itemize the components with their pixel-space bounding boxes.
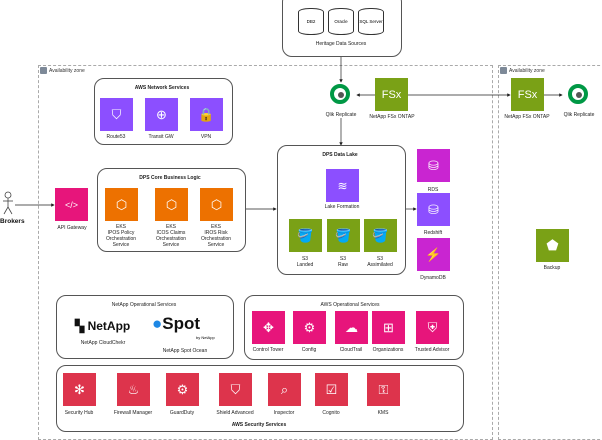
spot-by-netapp: by NetApp xyxy=(196,335,215,340)
qlik-replicate-left-label: Qlik Replicate xyxy=(325,112,357,118)
dynamodb-icon: ⚡ xyxy=(417,238,450,271)
brokers-icon xyxy=(3,191,13,215)
shield-advanced-label: Shield Advanced xyxy=(216,410,254,416)
oracle-database-icon: Oracle xyxy=(328,8,354,35)
backup-label: Backup xyxy=(543,265,561,271)
shield-advanced-icon: ⛉ xyxy=(219,373,252,406)
security-title: AWS Security Services xyxy=(231,422,287,428)
network-title: AWS Network Services xyxy=(134,85,190,91)
availability-zone-icon xyxy=(40,67,47,74)
qlik-replicate-right-label: Qlik Replicate xyxy=(563,112,595,118)
availability-zone-icon xyxy=(500,67,507,74)
az-label-text: Availability zone xyxy=(49,67,85,74)
fsx-ontap-icon: FSx xyxy=(511,78,544,111)
api-gateway-label: API Gateway xyxy=(57,225,87,231)
az-label-right: Availability zone xyxy=(500,67,545,74)
cloudtrail-icon: ☁ xyxy=(335,311,368,344)
qlik-replicate-icon xyxy=(330,84,350,104)
control-tower-label: Control Tower xyxy=(252,347,284,353)
eks-icon: ⬡ xyxy=(200,188,233,221)
brokers-label: Brokers xyxy=(0,218,25,225)
transit-gateway-label: Transit GW xyxy=(148,134,174,140)
control-tower-icon: ✥ xyxy=(252,311,285,344)
config-label: Config xyxy=(301,347,317,353)
s3-bucket-icon: 🪣 xyxy=(327,219,360,252)
inspector-icon: ⌕ xyxy=(268,373,301,406)
vpn-icon: 🔒 xyxy=(190,98,223,131)
fsx-ontap-icon: FSx xyxy=(375,78,408,111)
eks-label: EKS ICOS Claims Orchestration Service xyxy=(155,224,187,248)
organizations-icon: ⊞ xyxy=(372,311,405,344)
trusted-advisor-label: Trusted Advisor xyxy=(414,347,450,353)
core-title: DPS Core Business Logic xyxy=(139,175,201,181)
transit-gateway-icon: ⊕ xyxy=(145,98,178,131)
config-icon: ⚙ xyxy=(293,311,326,344)
firewall-manager-label: Firewall Manager xyxy=(113,410,153,416)
fsx-right-label: NetApp FSx ONTAP xyxy=(504,114,550,120)
organizations-label: Organizations xyxy=(372,347,404,353)
lake-formation-label: Lake Formation xyxy=(324,204,360,210)
spot-logo: ●Spot xyxy=(152,314,201,333)
cloudtrail-label: CloudTrail xyxy=(339,347,363,353)
s3-bucket-icon: 🪣 xyxy=(364,219,397,252)
fsx-left-label: NetApp FSx ONTAP xyxy=(369,114,415,120)
lake-formation-icon: ≋ xyxy=(326,169,359,202)
rds-icon: ⛁ xyxy=(417,149,450,182)
rds-label: RDS xyxy=(427,187,439,193)
qlik-replicate-icon xyxy=(568,84,588,104)
route53-label: Route53 xyxy=(106,134,126,140)
redshift-label: Redshift xyxy=(423,230,443,236)
eks-label: EKS IROS Risk Orchestration Service xyxy=(200,224,232,248)
lake-title: DPS Data Lake xyxy=(322,152,358,158)
db-label: Oracle xyxy=(334,19,348,24)
s3-bucket-label: S3 Landed xyxy=(296,256,314,268)
eks-label: EKS IPOS Policy Orchestration Service xyxy=(105,224,137,248)
cognito-icon: ☑ xyxy=(315,373,348,406)
netapp-logo: ▚ NetApp xyxy=(75,319,131,333)
api-gateway-icon: </> xyxy=(55,188,88,221)
kms-icon: ⚿ xyxy=(367,373,400,406)
security-hub-icon: ✻ xyxy=(63,373,96,406)
netapp-operational-services-group xyxy=(56,295,234,359)
dynamodb-label: DynamoDB xyxy=(420,275,446,281)
db-label: SQL Server xyxy=(359,19,383,24)
trusted-advisor-icon: ⛨ xyxy=(416,311,449,344)
kms-label: KMS xyxy=(377,410,389,416)
db-label: DB2 xyxy=(306,19,316,24)
route53-icon: ⛉ xyxy=(100,98,133,131)
s3-bucket-label: S3 Raw xyxy=(337,256,349,268)
az-label-text: Availability zone xyxy=(509,67,545,74)
backup-icon: ⬟ xyxy=(536,229,569,262)
inspector-label: Inspector xyxy=(273,410,295,416)
vpn-label: VPN xyxy=(200,134,212,140)
security-hub-label: Security Hub xyxy=(64,410,94,416)
netapp-ops-title: NetApp Operational Services xyxy=(111,302,177,308)
heritage-title: Heritage Data Sources xyxy=(315,41,367,47)
firewall-manager-icon: ♨ xyxy=(117,373,150,406)
redshift-icon: ⛁ xyxy=(417,193,450,226)
s3-bucket-label: S3 Assimilated xyxy=(367,256,393,268)
cognito-label: Cognito xyxy=(322,410,340,416)
db2-database-icon: DB2 xyxy=(298,8,324,35)
spot-ocean-label: NetApp Spot Ocean xyxy=(162,348,208,354)
s3-bucket-icon: 🪣 xyxy=(289,219,322,252)
data-lake-group xyxy=(277,145,406,275)
eks-icon: ⬡ xyxy=(105,188,138,221)
guardduty-label: GuardDuty xyxy=(169,410,195,416)
eks-icon: ⬡ xyxy=(155,188,188,221)
sql-server-database-icon: SQL Server xyxy=(358,8,384,35)
aws-ops-title: AWS Operational Services xyxy=(320,302,380,308)
cloudchekr-label: NetApp CloudChekr xyxy=(80,340,126,346)
az-label-left: Availability zone xyxy=(40,67,85,74)
guardduty-icon: ⚙ xyxy=(166,373,199,406)
